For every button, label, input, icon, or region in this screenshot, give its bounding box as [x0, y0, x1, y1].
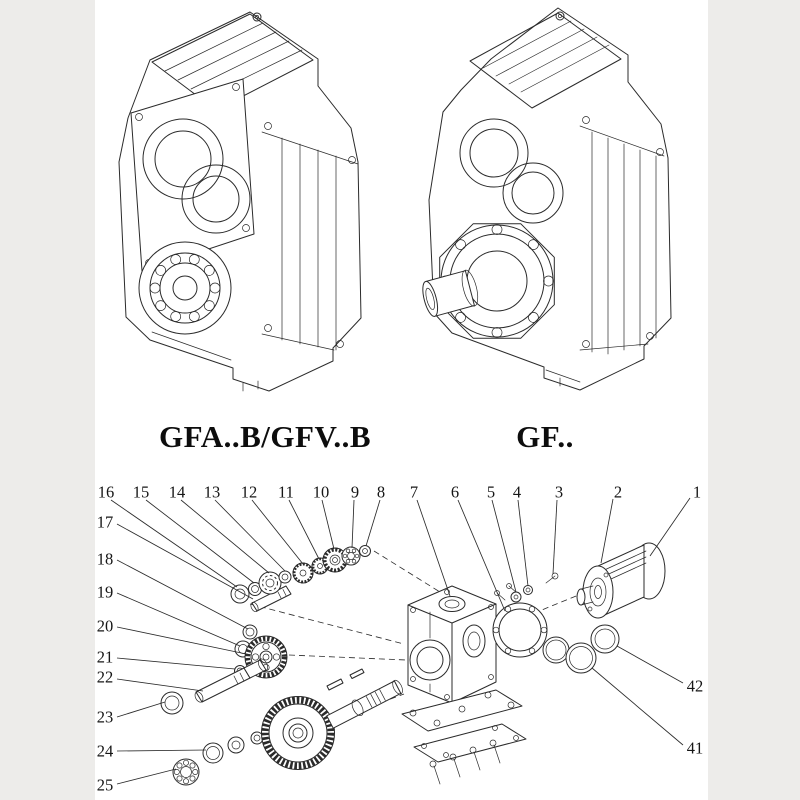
callout-label-10: 10: [313, 483, 330, 502]
part-baseplate-gasket: [401, 689, 527, 785]
figure-gf-drawing: [422, 7, 672, 391]
callout-leader-11: [288, 499, 320, 560]
input-flange-ring: [492, 602, 548, 658]
callout-leader-6: [457, 499, 506, 612]
part-housing: [407, 585, 497, 704]
callout-layer: 1234567891011121314151617181920212223242…: [97, 483, 704, 795]
callout-leader-5: [491, 499, 517, 593]
callout-leader-23: [116, 701, 166, 718]
callout-label-11: 11: [278, 483, 294, 502]
callout-label-23: 23: [97, 708, 114, 727]
exploded-assembly: 1234567891011121314151617181920212223242…: [97, 483, 704, 795]
callout-label-2: 2: [614, 483, 622, 502]
callout-label-3: 3: [555, 483, 563, 502]
callout-leader-24: [116, 749, 207, 752]
side-rib-panel: [579, 116, 665, 355]
callout-leader-8: [365, 499, 381, 547]
callout-leader-18: [116, 559, 249, 630]
baseplate-bolts: [429, 739, 501, 785]
callout-label-25: 25: [97, 776, 114, 795]
output-shaft: [422, 269, 479, 317]
side-rib-panel: [261, 122, 359, 351]
callout-leader-14: [180, 499, 270, 574]
callout-leader-12: [251, 499, 304, 565]
callout-label-20: 20: [97, 617, 114, 636]
callout-label-19: 19: [97, 583, 114, 602]
callout-label-8: 8: [377, 483, 385, 502]
seal-ring: [565, 642, 597, 674]
callout-label-41: 41: [687, 739, 704, 758]
callout-leader-19: [116, 592, 241, 647]
lower-bore: [181, 164, 251, 234]
callout-label-7: 7: [410, 483, 418, 502]
callout-leader-15: [145, 499, 255, 584]
left-page-margin: [0, 0, 95, 800]
callout-leader-41: [591, 667, 684, 746]
part-intermediate-assembly: [160, 624, 288, 715]
callout-label-12: 12: [241, 483, 258, 502]
callout-label-13: 13: [204, 483, 221, 502]
upper-bore: [459, 118, 529, 188]
callout-leader-16: [110, 499, 238, 588]
callout-label-9: 9: [351, 483, 359, 502]
callout-label-42: 42: [687, 677, 704, 696]
callout-label-14: 14: [169, 483, 186, 502]
callout-leader-7: [416, 499, 451, 597]
figure-gfab-drawing: [118, 11, 362, 392]
right-page-margin: [708, 0, 800, 800]
shaft-key: [349, 668, 365, 679]
callout-label-18: 18: [97, 550, 114, 569]
callout-leader-13: [214, 499, 286, 572]
part-output-assembly: [172, 668, 403, 786]
callout-label-15: 15: [133, 483, 150, 502]
callout-label-16: 16: [98, 483, 115, 502]
shaft-key: [326, 678, 344, 691]
seal-ring: [542, 636, 570, 664]
callout-leader-4: [517, 499, 529, 587]
intermediate-shaft: [194, 658, 268, 703]
fin-face: [469, 12, 622, 109]
upper-bore: [142, 118, 224, 200]
callout-leader-3: [552, 499, 558, 575]
callout-label-4: 4: [513, 483, 521, 502]
output-shaft: [326, 679, 403, 729]
upper-bearing: [341, 546, 361, 566]
part-input-side: [492, 542, 666, 674]
figure-caption-gf: GF..: [516, 419, 574, 454]
intermediate-gear: [244, 635, 288, 679]
output-bearing: [172, 758, 200, 786]
callout-label-17: 17: [97, 513, 114, 532]
input-adapter: [576, 542, 666, 619]
callout-leader-17: [116, 523, 254, 600]
output-bearing: [138, 241, 232, 335]
callout-leader-42: [616, 645, 684, 684]
callout-leader-2: [600, 498, 614, 564]
callout-label-6: 6: [451, 483, 459, 502]
callout-label-24: 24: [97, 742, 114, 761]
part-upper-shaft-row: [230, 545, 371, 613]
callout-leader-10: [321, 499, 335, 550]
callout-leader-21: [116, 657, 236, 670]
callout-label-21: 21: [97, 648, 114, 667]
callout-leader-1: [649, 497, 691, 557]
callout-label-22: 22: [97, 668, 114, 687]
callout-label-1: 1: [693, 483, 701, 502]
output-gear: [261, 696, 335, 770]
callout-leader-25: [116, 768, 177, 785]
callout-leader-20: [116, 626, 252, 656]
callout-label-5: 5: [487, 483, 495, 502]
callout-leader-9: [351, 499, 355, 549]
callout-leader-22: [116, 678, 204, 692]
figure-caption-gfab: GFA..B/GFV..B: [159, 419, 371, 454]
